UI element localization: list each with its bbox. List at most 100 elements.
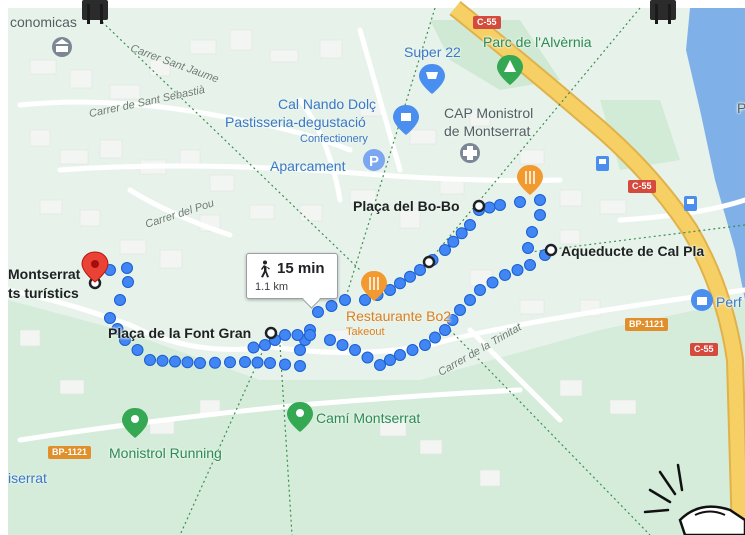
museum-icon [52,37,72,57]
route-dot [455,227,468,240]
restaurant-icon-2 [517,165,543,195]
route-dot [111,323,124,335]
route-dot [494,199,506,211]
poi-label-economicas: conomicas [10,14,77,30]
poi-label-cal-nando[interactable]: Cal Nando Dolç [278,96,377,112]
route-dot [294,360,306,372]
bakery-icon [393,105,419,135]
route-dot [419,339,431,351]
route-dot [361,351,374,364]
route-info-tooltip[interactable]: 15 min 1.1 km [246,253,338,299]
poi-label-cal-nando-2: Pastisseria-degustació [225,114,366,130]
poi-label-cami[interactable]: Camí Montserrat [316,410,421,426]
route-dot [339,294,351,306]
poi-label-super22[interactable]: Super 22 [404,44,461,60]
route-dot [169,355,181,368]
stop-marker-aqueducte [544,243,558,257]
binder-clip-icon [82,0,108,24]
route-dot [464,219,476,231]
route-dot [121,262,133,274]
route-dot [194,357,206,369]
stop-label-font-gran[interactable]: Plaça de la Font Gran [108,325,252,341]
route-dot [104,312,116,324]
park-icon [497,55,523,85]
route-dot [224,356,236,369]
route-dot [486,276,499,289]
stop-marker-font-gran [264,326,278,340]
shopping-cart-icon [419,64,445,94]
route-dot [251,356,264,369]
place-label-montserrat[interactable]: Montserrat [8,266,81,282]
poi-label-parc[interactable]: Parc de l'Alvèrnia [483,34,592,50]
pointing-hand-icon [643,463,745,535]
route-dot [131,344,144,356]
road-badge-bp1121: BP-1121 [625,318,669,331]
place-label-montserrat-2: ts turístics [8,285,79,301]
shopping-bag-icon [691,289,713,311]
stop-label-bobo[interactable]: Plaça del Bo-Bo [353,198,460,214]
poi-label-cap[interactable]: CAP Monistrol [444,105,534,121]
road-badge-c55: C-55 [628,180,656,193]
green-place-icon [287,402,313,432]
route-dot [122,276,134,288]
route-dot [336,339,349,351]
walking-icon [261,260,270,278]
stop-marker-bobo [472,199,486,213]
route-dot [349,344,361,356]
route-dot [384,354,396,366]
route-dot [499,269,511,281]
route-dot [524,259,536,271]
stop-marker-mid [422,255,436,269]
route-dot [304,329,316,341]
route-dot [259,339,271,351]
route-dot [522,242,534,254]
destination-pin-icon [81,251,109,283]
poi-label-serrat: iserrat [8,470,47,486]
route-dot [156,354,169,367]
route-dot [483,201,496,214]
route-dot [119,334,131,346]
route-dot [239,356,251,368]
route-dot [384,284,396,296]
bus-stop-icon-2 [684,196,697,211]
route-dot [446,314,459,326]
route-dot [526,226,538,238]
hospital-icon [460,143,480,163]
poi-label-takeout: Takeout [346,326,385,338]
route-dot [374,359,386,371]
green-place-icon-2 [122,408,148,438]
route-dot [474,284,486,296]
guide-lines [94,7,745,535]
poi-label-running[interactable]: Monistrol Running [109,445,222,461]
poi-label-perf: Perf [716,294,742,310]
road-badge-c55: C-55 [473,16,501,29]
poi-label-cal-nando-3: Confectionery [300,133,368,145]
route-dot [447,235,460,248]
route-dot [359,294,371,306]
route-dot [511,264,524,276]
route-dot [324,334,336,346]
poi-label-aparcament[interactable]: Aparcament [270,158,346,174]
poi-label-cap-2: de Montserrat [444,123,531,139]
route-dot [247,341,260,354]
parking-icon: P [363,149,385,171]
route-dot [144,354,156,366]
route-dot [209,356,221,369]
route-dot [534,209,546,221]
route-dot [464,294,476,306]
route-dot [114,294,126,306]
road-badge-bp1121: BP-1121 [48,446,92,459]
route-dot [264,357,276,369]
route-dot [414,264,426,276]
route-dot [294,344,306,356]
stop-label-aqueducte[interactable]: Aqueducte de Cal Pla [561,243,705,259]
route-dot [429,331,441,344]
route-dot [404,270,416,283]
route-dot [534,194,546,206]
route-dot [439,244,451,256]
poi-label-restaurante[interactable]: Restaurante Bo2 [346,308,452,324]
route-dot [325,300,338,312]
river [686,8,745,300]
